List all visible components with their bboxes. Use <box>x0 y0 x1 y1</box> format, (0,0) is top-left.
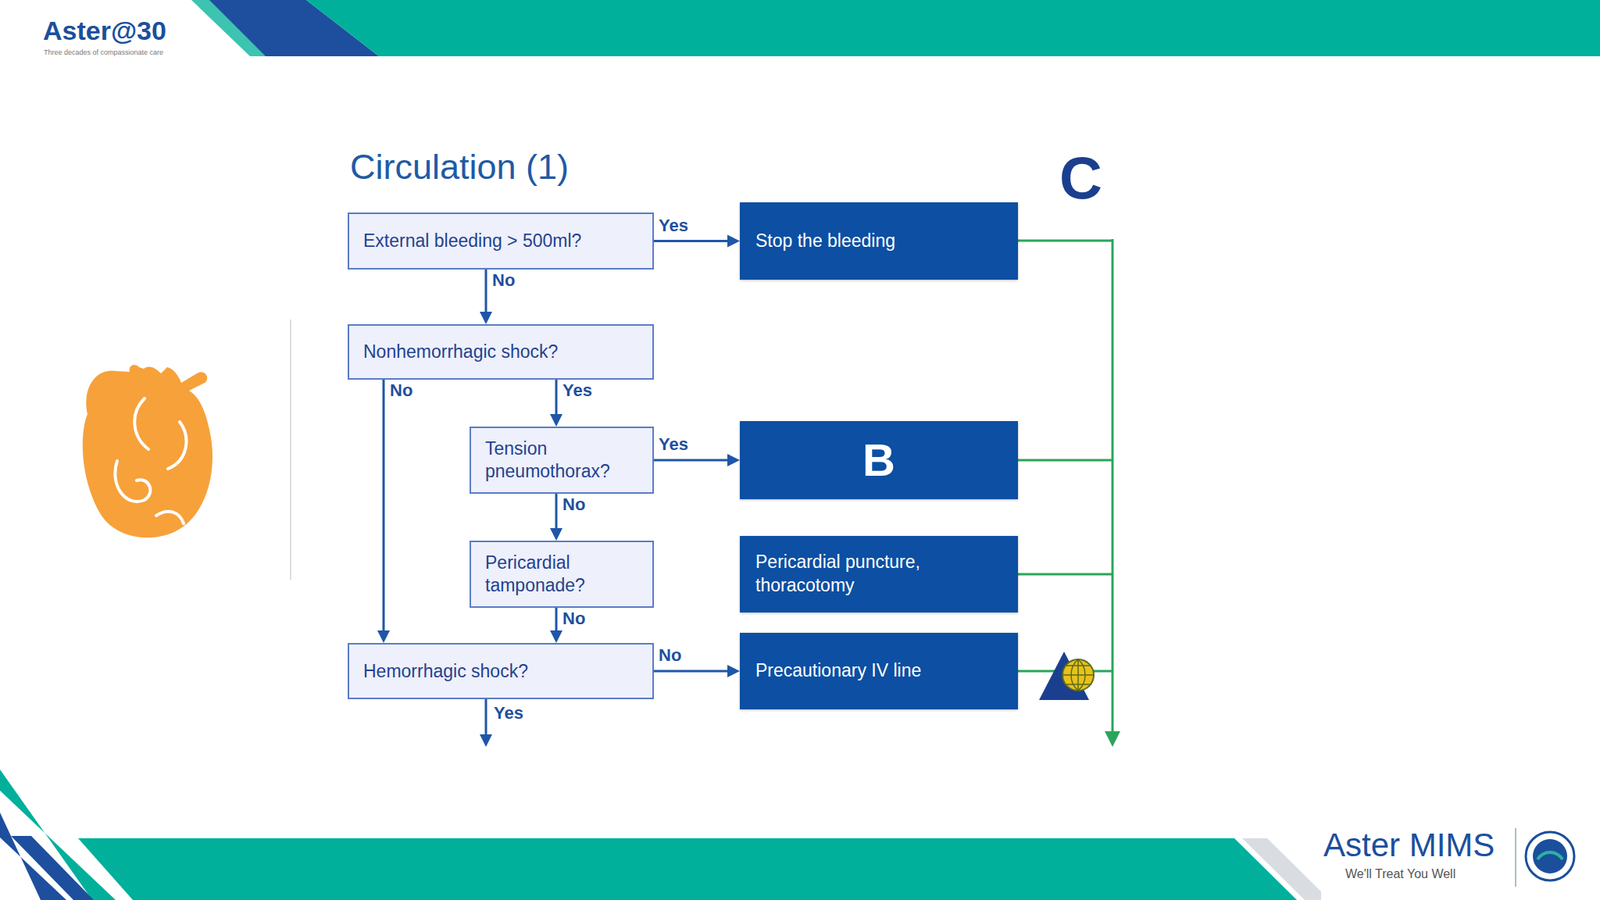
connector <box>377 379 390 643</box>
heart-detail <box>114 398 186 524</box>
decision-box: Nonhemorrhagic shock? <box>347 324 654 380</box>
connector <box>550 379 563 427</box>
exit-arrow <box>485 699 488 736</box>
heart-illustration <box>82 364 213 538</box>
corner-stripe <box>10 835 94 900</box>
arrow-head <box>727 664 740 678</box>
corner-stripe <box>0 769 116 900</box>
connector-line <box>653 459 731 462</box>
emblem-core <box>1532 839 1568 874</box>
emblem <box>1525 832 1575 881</box>
logo-divider <box>1514 828 1517 887</box>
decision-box: External bleeding > 500ml? <box>347 212 654 270</box>
branch-label: No <box>492 270 515 291</box>
connector <box>550 607 563 643</box>
node-text: Tension pneumothorax? <box>485 437 639 483</box>
top-band <box>306 0 1600 57</box>
action-box: Precautionary IV line <box>739 632 1018 710</box>
connector-line <box>485 269 488 315</box>
arrow-head <box>1104 731 1121 747</box>
node-text: Pericardial puncture, thoracotomy <box>755 550 1003 598</box>
logo-text: Aster@30 <box>42 15 167 47</box>
branch-label: No <box>562 608 586 629</box>
connector <box>653 235 740 248</box>
branch-label: No <box>562 494 586 515</box>
logo-tagline: Three decades of compassionate care <box>43 48 164 57</box>
logo-globe <box>1062 659 1094 691</box>
arrow-head <box>479 734 493 747</box>
node-text: Stop the bleeding <box>755 229 1003 254</box>
bottom-band <box>78 838 1297 900</box>
flow-line <box>1017 459 1113 462</box>
arrow-head <box>479 311 493 325</box>
node-text: Nonhemorrhagic shock? <box>363 340 639 364</box>
connector <box>653 664 740 678</box>
arrow-head <box>727 453 740 467</box>
arrow-head <box>550 414 563 427</box>
node-text: Hemorrhagic shock? <box>363 660 639 683</box>
action-box: B <box>739 421 1018 500</box>
node-text: Precautionary IV line <box>755 659 1003 683</box>
arrow-head <box>550 528 563 541</box>
branch-label: Yes <box>562 380 593 401</box>
action-box: Stop the bleeding <box>739 202 1018 280</box>
node-text: Pericardial tamponade? <box>485 551 639 597</box>
connector-line <box>555 493 558 532</box>
branch-label: No <box>658 645 682 666</box>
emblem-detail <box>1537 852 1563 860</box>
branch-label: Yes <box>658 434 689 455</box>
footer-logo-text: Aster MIMS <box>1323 826 1495 865</box>
arrow-head <box>377 630 390 643</box>
node-text: External bleeding > 500ml? <box>363 229 639 253</box>
connector <box>479 269 493 325</box>
connector <box>550 493 563 541</box>
decision-box: Pericardial tamponade? <box>469 540 654 608</box>
slide-title: Circulation (1) <box>350 146 569 188</box>
arrow-head <box>550 630 563 643</box>
arrow-head <box>727 235 740 248</box>
flow-line <box>1017 239 1113 243</box>
branch-label: Yes <box>493 703 524 724</box>
footer-tagline: We'll Treat You Well <box>1345 867 1456 882</box>
connector-line <box>382 379 386 634</box>
divider-line <box>289 319 292 580</box>
connector-line <box>653 239 731 243</box>
footer-logo-panel <box>1321 810 1600 900</box>
connector-line <box>653 670 731 673</box>
node-text: B <box>862 430 896 490</box>
branch-label: No <box>389 380 413 401</box>
branch-label: Yes <box>658 215 689 236</box>
connector-line <box>555 379 558 418</box>
decision-box: Tension pneumothorax? <box>469 426 654 494</box>
logo-globe-grid <box>1062 659 1094 691</box>
connector <box>653 453 740 467</box>
decision-box: Hemorrhagic shock? <box>347 642 654 700</box>
section-letter: C <box>1059 143 1103 212</box>
action-box: Pericardial puncture, thoracotomy <box>739 535 1018 613</box>
flow-line <box>1017 573 1113 576</box>
connector-line <box>555 607 558 634</box>
bottom-band-strip <box>1242 838 1330 900</box>
flow-line <box>1111 239 1115 733</box>
